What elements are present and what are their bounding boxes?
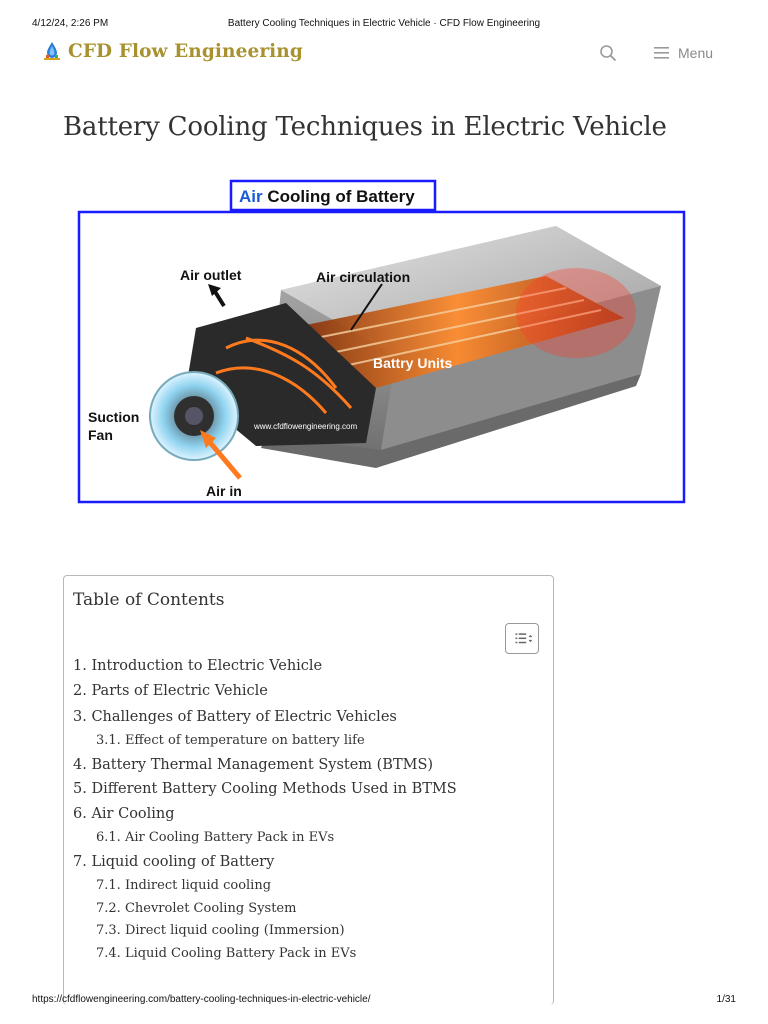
- toc-sublink[interactable]: 7.1. Indirect liquid cooling: [96, 878, 272, 893]
- toc-link[interactable]: 7. Liquid cooling of Battery: [73, 854, 275, 870]
- list-toggle-icon: [515, 633, 533, 644]
- label-suction: Suction: [88, 409, 139, 425]
- toc-link[interactable]: 4. Battery Thermal Management System (BT…: [73, 757, 434, 773]
- site-brand-link[interactable]: CFD Flow Engineering: [42, 40, 303, 62]
- article-title: Battery Cooling Techniques in Electric V…: [63, 112, 667, 142]
- table-of-contents: Table of Contents 1. Introduction to Ele…: [63, 575, 554, 1005]
- image-watermark: www.cfdflowengineering.com: [253, 422, 357, 431]
- print-footer: https://cfdflowengineering.com/battery-c…: [32, 994, 736, 1008]
- label-air-outlet: Air outlet: [180, 267, 242, 283]
- caption-text: Air Cooling of Battery: [239, 187, 415, 206]
- toc-link[interactable]: 3. Challenges of Battery of Electric Veh…: [73, 709, 397, 725]
- print-page-number: 1/31: [716, 994, 736, 1005]
- toc-sublink[interactable]: 7.3. Direct liquid cooling (Immersion): [96, 923, 345, 938]
- toc-sublink[interactable]: 3.1. Effect of temperature on battery li…: [96, 733, 365, 748]
- site-name: CFD Flow Engineering: [68, 40, 303, 62]
- caption-box: [229, 179, 437, 212]
- label-air-circulation: Air circulation: [316, 269, 410, 285]
- toc-link[interactable]: 2. Parts of Electric Vehicle: [73, 683, 268, 699]
- air-circulation-pointer: [350, 283, 383, 331]
- search-button[interactable]: [598, 43, 618, 63]
- battery-pack: [186, 226, 661, 468]
- toc-sublink[interactable]: 6.1. Air Cooling Battery Pack in EVs: [96, 830, 335, 845]
- print-datetime: 4/12/24, 2:26 PM: [32, 18, 109, 29]
- label-air-in: Air in: [206, 483, 242, 499]
- label-fan: Fan: [88, 427, 113, 443]
- toc-sublink[interactable]: 7.4. Liquid Cooling Battery Pack in EVs: [96, 946, 357, 961]
- print-header: 4/12/24, 2:26 PM Battery Cooling Techniq…: [32, 18, 736, 32]
- toc-link[interactable]: 1. Introduction to Electric Vehicle: [73, 658, 323, 674]
- toc-sublink[interactable]: 7.2. Chevrolet Cooling System: [96, 901, 297, 916]
- hamburger-icon: [654, 47, 669, 59]
- toc-link[interactable]: 5. Different Battery Cooling Methods Use…: [73, 781, 457, 797]
- water-drop-logo-icon: [44, 42, 60, 60]
- print-page-title: Battery Cooling Techniques in Electric V…: [227, 18, 541, 29]
- toc-toggle-button[interactable]: [505, 623, 539, 654]
- search-icon: [600, 45, 616, 61]
- suction-fan: [149, 371, 239, 461]
- site-header: CFD Flow Engineering Menu: [0, 38, 768, 70]
- hero-image: Air Cooling of Battery: [76, 178, 688, 506]
- toc-title: Table of Contents: [73, 590, 225, 610]
- menu-label: Menu: [678, 45, 714, 61]
- menu-button[interactable]: Menu: [654, 42, 713, 64]
- battery-air-cooling-illustration: Air Cooling of Battery: [77, 179, 686, 504]
- air-in-arrow: [206, 438, 242, 480]
- print-url: https://cfdflowengineering.com/battery-c…: [32, 994, 371, 1005]
- toc-link[interactable]: 6. Air Cooling: [73, 806, 175, 822]
- label-battery-units: Battry Units: [373, 355, 453, 371]
